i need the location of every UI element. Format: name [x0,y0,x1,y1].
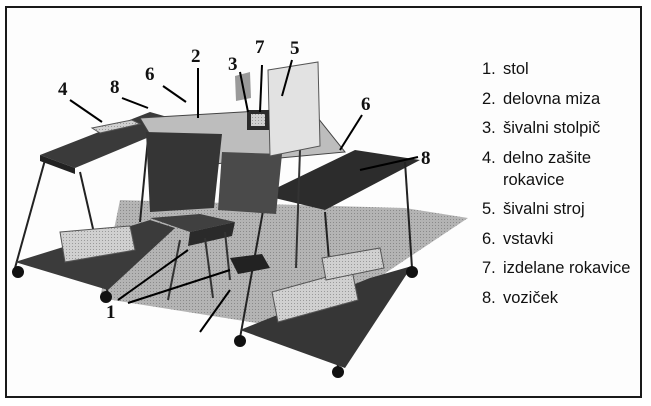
legend-text: voziček [503,288,559,307]
legend-text: delovna miza [503,89,601,108]
legend-text: šivalni stolpič [503,119,601,137]
legend-number: 4. [482,148,496,167]
sewing-column [247,110,269,130]
legend-number: 1. [482,60,496,78]
legend-number: 6. [482,229,496,248]
legend-number: 8. [482,288,496,307]
callout-6-right: 6 [361,94,371,115]
legend-number: 5. [482,200,496,218]
callout-6-left: 6 [145,64,155,85]
legend-item: 5. šivalni stroj [482,198,642,220]
legend-number: 2. [482,89,496,108]
legend-item: 6. vstavki [482,228,642,250]
legend: 1.stol 2.delovna miza 3.šivalni stolpič … [482,58,642,316]
legend-item: 7. izdelane rokavice [482,257,642,279]
work-table [139,107,346,269]
callout-1: 1 [106,302,116,323]
callout-4: 4 [58,79,68,100]
stool [150,214,270,301]
legend-item: 4. delno zašite rokavice [482,147,642,191]
legend-text: šivalni stroj [503,200,585,218]
legend-number: 7. [482,259,496,277]
callout-2: 2 [191,46,201,67]
legend-text: izdelane rokavice [503,259,631,277]
callout-8-left: 8 [110,77,120,98]
callout-5: 5 [290,38,300,59]
legend-text: delno zašite rokavice [503,148,592,189]
leader-lines [69,59,419,333]
callout-8-right: 8 [421,148,431,169]
legend-item: 1. stol [482,58,642,80]
callout-7: 7 [255,37,265,58]
callout-3: 3 [228,54,238,75]
legend-item: 3. šivalni stolpič [482,117,642,139]
legend-number: 3. [482,119,496,137]
legend-item: 2. delovna miza [482,88,642,110]
legend-item: 8. voziček [482,287,642,309]
legend-text: vstavki [503,229,554,248]
legend-text: stol [503,60,529,78]
